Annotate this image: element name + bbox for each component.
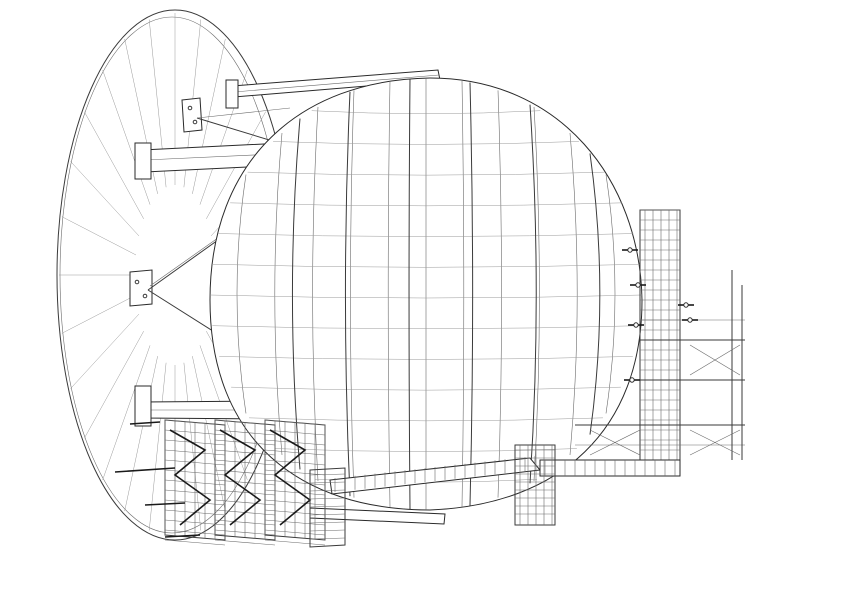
nozzles [622, 247, 698, 383]
stair-cage-3 [264, 419, 326, 546]
base-plate-middle [129, 269, 153, 307]
pressure-vessel [209, 77, 643, 511]
base-plate-top [181, 97, 203, 133]
top-platform [575, 209, 745, 461]
anchor-bolts [114, 421, 201, 538]
stair-cage-1 [164, 419, 226, 546]
stair-cages [164, 419, 346, 548]
walkway [329, 444, 681, 526]
